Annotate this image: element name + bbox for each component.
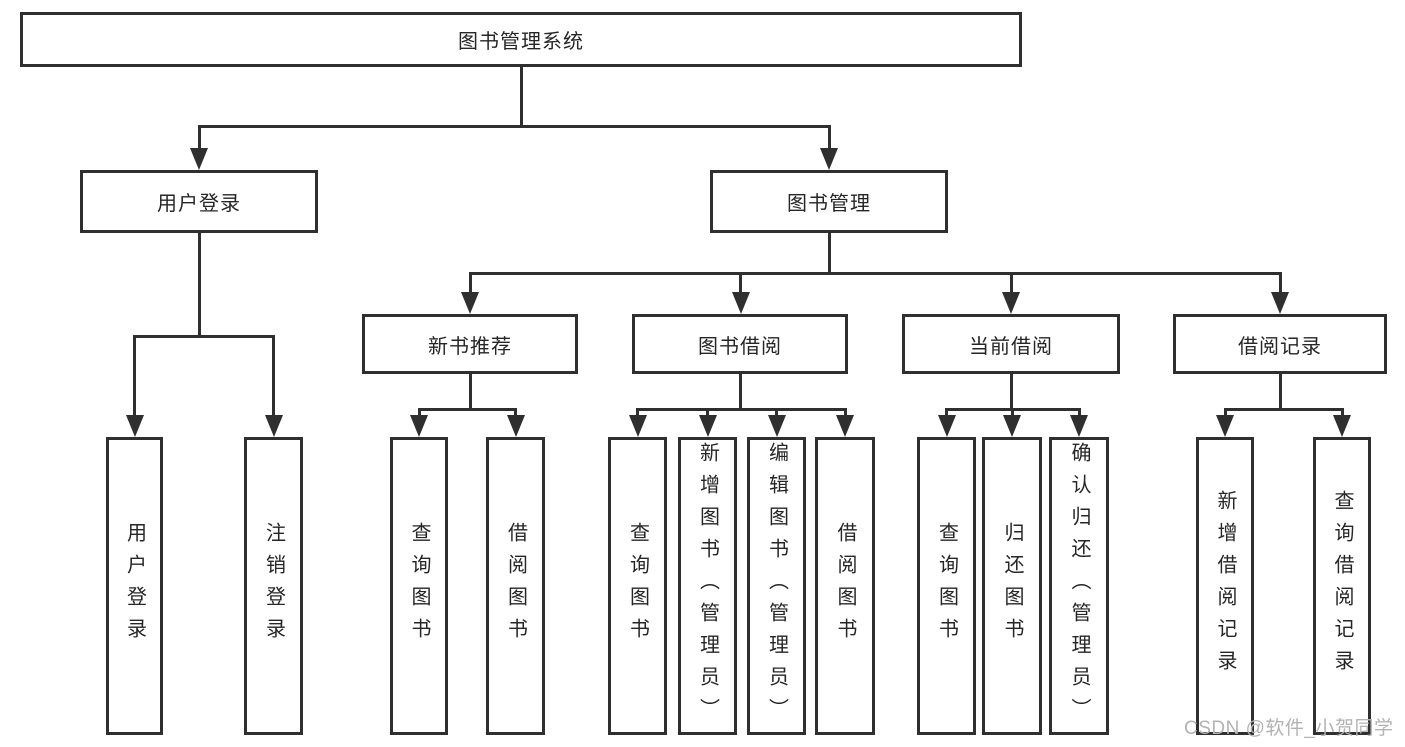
leaf-records-add-record-label: 新增借阅记录 [1214, 490, 1236, 682]
connector-drop-line [514, 408, 517, 417]
connector-drop-line [1009, 272, 1013, 294]
node-borrowing-records: 借阅记录 [1173, 314, 1387, 374]
connector-line-vertical [1278, 374, 1282, 408]
connector-drop-line [133, 335, 136, 417]
connector-drop-line [1223, 408, 1227, 417]
arrowhead-down-icon [767, 415, 786, 437]
leaf-recommend-query-books: 查询图书 [390, 437, 448, 735]
node-user-login: 用户登录 [80, 170, 318, 233]
node-book-management-label: 图书管理 [787, 193, 871, 215]
connector-drop-line [1010, 408, 1014, 417]
node-current-borrowing-label: 当前借阅 [969, 335, 1053, 358]
arrowhead-down-icon [461, 292, 479, 314]
connector-drop-line [272, 335, 275, 417]
connector-drop-line [706, 408, 709, 417]
node-new-book-recommend: 新书推荐 [362, 314, 578, 374]
node-new-book-recommend-label: 新书推荐 [428, 335, 512, 358]
leaf-current-query-books: 查询图书 [917, 437, 976, 735]
leaf-current-confirm-return-admin: 确认归还（管理员） [1049, 437, 1109, 735]
leaf-recommend-borrow-books: 借阅图书 [486, 437, 545, 735]
arrowhead-down-icon [190, 148, 208, 170]
arrowhead-down-icon [410, 415, 428, 437]
connector-drop-line [468, 272, 472, 294]
arrowhead-down-icon [1216, 415, 1234, 437]
leaf-borrowing-add-books-admin-label: 新增图书（管理员） [696, 442, 719, 730]
connector-line-horizontal [417, 408, 517, 411]
arrowhead-down-icon [698, 415, 717, 437]
arrowhead-down-icon [1070, 415, 1088, 437]
arrowhead-down-icon [628, 415, 647, 437]
arrowhead-down-icon [820, 148, 838, 170]
leaf-user-login: 用户登录 [106, 437, 163, 735]
leaf-current-return-books-label: 归还图书 [1001, 522, 1023, 650]
connector-line-horizontal [133, 335, 275, 338]
connector-drop-line [1077, 408, 1081, 417]
leaf-borrowing-borrow-books-label: 借阅图书 [834, 522, 856, 650]
connector-drop-line [775, 408, 778, 417]
leaf-current-confirm-return-admin-label: 确认归还（管理员） [1068, 442, 1090, 730]
csdn-watermark: CSDN @软件_小贺同学 [1184, 718, 1394, 739]
leaf-logout-label: 注销登录 [262, 522, 285, 650]
arrowhead-down-icon [125, 415, 144, 437]
arrowhead-down-icon [264, 415, 283, 437]
leaf-records-query-record: 查询借阅记录 [1313, 437, 1371, 735]
leaf-borrowing-edit-books-admin: 编辑图书（管理员） [747, 437, 806, 735]
connector-line-horizontal [1223, 408, 1344, 411]
connector-drop-line [1340, 408, 1344, 417]
node-library-management-system: 图书管理系统 [20, 12, 1022, 67]
connector-line-horizontal [197, 125, 831, 128]
leaf-recommend-borrow-books-label: 借阅图书 [504, 522, 527, 650]
leaf-current-return-books: 归还图书 [982, 437, 1042, 735]
leaf-borrowing-edit-books-admin-label: 编辑图书（管理员） [765, 442, 788, 730]
arrowhead-down-icon [1271, 292, 1289, 314]
connector-line-horizontal [468, 272, 1282, 275]
connector-drop-line [1278, 272, 1282, 294]
arrowhead-down-icon [506, 415, 525, 437]
node-library-management-system-label: 图书管理系统 [458, 31, 584, 53]
arrowhead-down-icon [731, 292, 750, 314]
leaf-current-query-books-label: 查询图书 [935, 522, 958, 650]
leaf-borrowing-query-books-label: 查询图书 [626, 522, 649, 650]
connector-drop-line [197, 125, 201, 150]
connector-line-vertical [519, 67, 523, 125]
arrowhead-down-icon [1003, 415, 1021, 437]
connector-drop-line [843, 408, 847, 417]
connector-line-vertical [739, 374, 742, 408]
leaf-user-login-label: 用户登录 [123, 522, 146, 650]
connector-drop-line [636, 408, 639, 417]
leaf-borrowing-add-books-admin: 新增图书（管理员） [678, 437, 737, 735]
connector-line-vertical [468, 374, 472, 408]
leaf-recommend-query-books-label: 查询图书 [408, 522, 430, 650]
node-current-borrowing: 当前借阅 [902, 314, 1120, 374]
connector-line-horizontal [636, 408, 847, 411]
arrowhead-down-icon [937, 415, 956, 437]
connector-line-vertical [197, 233, 201, 335]
connector-line-vertical [827, 233, 831, 272]
connector-drop-line [945, 408, 948, 417]
connector-drop-line [739, 272, 742, 294]
leaf-borrowing-query-books: 查询图书 [608, 437, 667, 735]
node-book-management: 图书管理 [710, 170, 948, 233]
leaf-borrowing-borrow-books: 借阅图书 [815, 437, 875, 735]
node-book-borrowing-label: 图书借阅 [698, 335, 782, 358]
leaf-records-add-record: 新增借阅记录 [1196, 437, 1254, 735]
node-borrowing-records-label: 借阅记录 [1238, 335, 1322, 358]
leaf-logout: 注销登录 [244, 437, 303, 735]
connector-drop-line [827, 125, 831, 150]
leaf-records-query-record-label: 查询借阅记录 [1331, 490, 1353, 682]
arrowhead-down-icon [1002, 292, 1020, 314]
arrowhead-down-icon [836, 415, 854, 437]
connector-drop-line [417, 408, 421, 417]
node-user-login-label: 用户登录 [157, 193, 241, 215]
arrowhead-down-icon [1333, 415, 1351, 437]
node-book-borrowing: 图书借阅 [632, 314, 848, 374]
connector-line-vertical [1009, 374, 1013, 408]
